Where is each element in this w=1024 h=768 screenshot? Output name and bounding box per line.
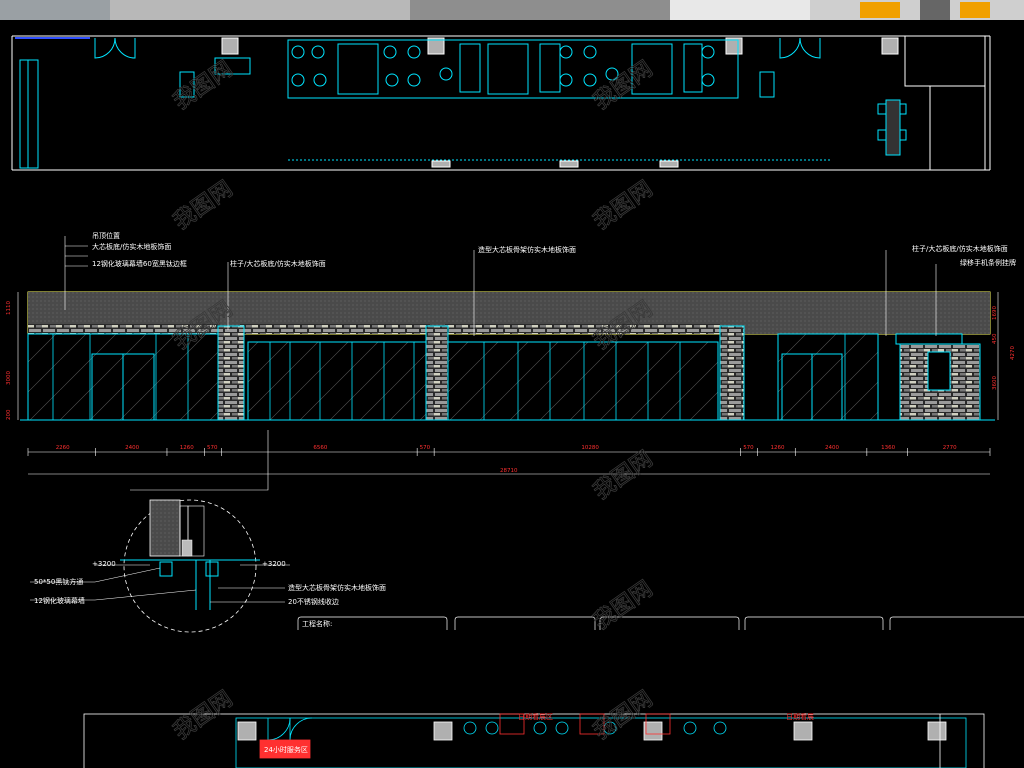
photo-strip — [0, 0, 1024, 20]
elevation-drawing — [20, 236, 995, 491]
callout-sign: 绿移手机条例挂牌 — [960, 258, 1016, 267]
dimension-labels: 2260 2400 1260 570 6560 570 10280 570 1260 2400 13… — [56, 445, 958, 451]
dimension-label: 570 — [743, 445, 754, 451]
wotu-logo-watermark: 我图网 — [589, 447, 657, 505]
dimension-label: 2770 — [943, 445, 957, 451]
bottom-label-2: 日期看展 — [786, 713, 814, 721]
left-dim-1: 1110 — [6, 301, 12, 315]
callout-ceiling: 吊顶位置 — [92, 231, 120, 240]
dimension-label: 10280 — [581, 445, 599, 451]
wotu-logo-watermark: 我图网 — [169, 57, 237, 115]
detail-section — [30, 499, 290, 633]
bottom-label-1: 日期看展区 — [518, 713, 553, 721]
callout-center: 造型大芯板骨架仿实木地板饰面 — [478, 245, 576, 254]
dimension-label: 6560 — [313, 445, 327, 451]
detail-note-2: 12钢化玻璃幕墙 — [34, 596, 85, 605]
dimension-label: 2260 — [56, 445, 70, 451]
dimension-label: 1260 — [770, 445, 784, 451]
floor-plan-bottom — [83, 713, 985, 768]
bottom-label-3: 24小时服务区 — [264, 745, 308, 754]
callout-board: 大芯板底/仿实木地板饰面 — [92, 242, 171, 251]
dimension-label: 2400 — [825, 445, 839, 451]
right-dim-3: 3600 — [992, 376, 998, 390]
floor-plan-top — [11, 35, 991, 171]
left-dim-2: 3000 — [6, 371, 12, 385]
wotu-logo-watermark: 我图网 — [169, 177, 237, 235]
callout-glass-wall: 12钢化玻璃幕墙60宽黑钛边框 — [92, 259, 187, 268]
dimension-label: 1360 — [881, 445, 895, 451]
left-dim-3: 200 — [6, 409, 12, 420]
dimension-label: 1260 — [180, 445, 194, 451]
dimension-label: 2400 — [125, 445, 139, 451]
chairs — [291, 45, 715, 87]
total-dimension: 28710 — [500, 468, 518, 474]
detail-level-left: +3200 — [92, 560, 116, 568]
wotu-logo-watermark: 我图网 — [589, 577, 657, 635]
wotu-logo-watermark: 我图网 — [589, 177, 657, 235]
detail-note-3: 造型大芯板骨架仿实木地板饰面 — [288, 583, 386, 592]
detail-note-4: 20不锈钢线收边 — [288, 597, 339, 606]
wotu-logo-watermark: 我图网 — [169, 687, 237, 745]
right-dim-2: 450 — [992, 333, 998, 344]
dimension-label: 570 — [420, 445, 431, 451]
callout-column-2: 柱子/大芯板底/仿实木地板饰面 — [912, 244, 1008, 253]
detail-note-1: 50*50黑钛方通 — [34, 577, 83, 586]
right-dim-1: 1690 — [992, 306, 998, 320]
right-dim-4: 4270 — [1010, 346, 1016, 360]
callout-column-1: 柱子/大芯板底/仿实木地板饰面 — [230, 259, 326, 268]
title-block — [297, 616, 1024, 630]
dimension-label: 570 — [207, 445, 218, 451]
detail-level-right: +3200 — [262, 560, 286, 568]
title-block-label: 工程名称: — [302, 619, 332, 628]
wotu-logo-watermark: 我图网 — [589, 57, 657, 115]
dimension-lines — [27, 448, 991, 475]
